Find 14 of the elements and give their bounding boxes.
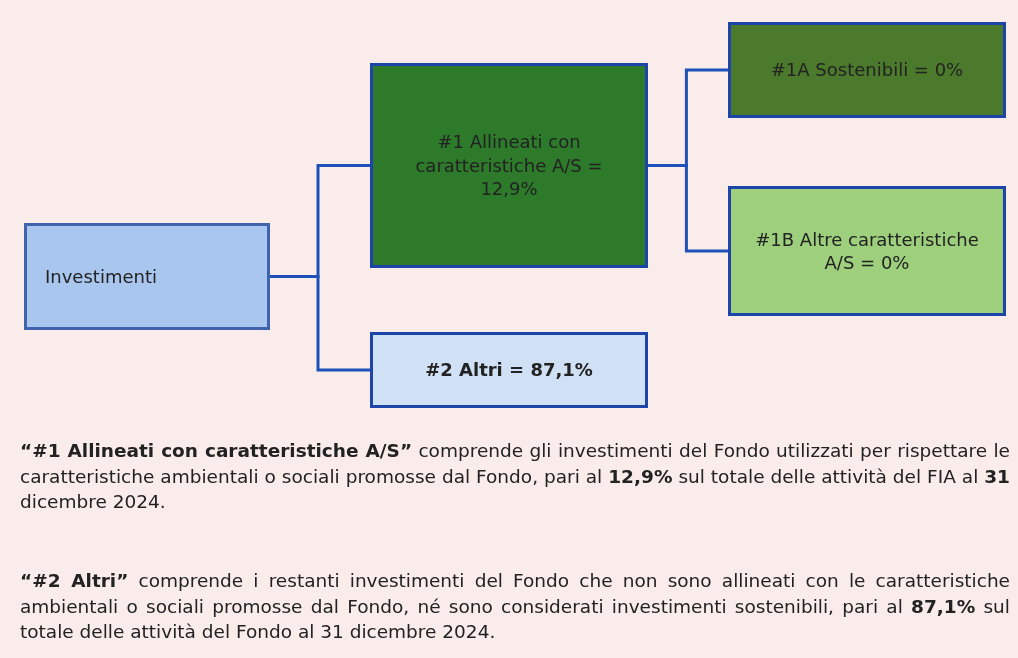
description-paragraph: “#2 Altri” comprende i restanti investimenti del Fondo che non sono allineati con le caratteristiche ambientali o sociali promosse dal Fondo, né sono considerati investimenti sostenibili, pari al 87,1% sul totale delle attività del Fondo al 31 dicembre 2024. (20, 569, 1010, 645)
category-box (728, 22, 1006, 118)
box-label: #1B Altre caratteristiche A/S = 0% (754, 227, 980, 275)
category-box (728, 186, 1006, 316)
connector-line (648, 164, 728, 253)
box-label: #1 Allineati con caratteristiche A/S = 12,9% (414, 130, 604, 201)
box-label: Investimenti (45, 264, 157, 289)
box-label: #2 Altri = 87,1% (425, 358, 593, 382)
category-box (24, 223, 270, 330)
category-box (370, 63, 648, 268)
description-paragraph: “#1 Allineati con caratteristiche A/S” comprende gli investimenti del Fondo utilizzati per rispettare le caratteristiche ambientali o sociali promosse dal Fondo, pari al 12,9% sul totale delle attività del FIA al 31 dicembre 2024. (20, 439, 1010, 515)
box-label: #1A Sostenibili = 0% (770, 58, 964, 82)
category-box (370, 332, 648, 408)
connector-line (270, 275, 370, 372)
